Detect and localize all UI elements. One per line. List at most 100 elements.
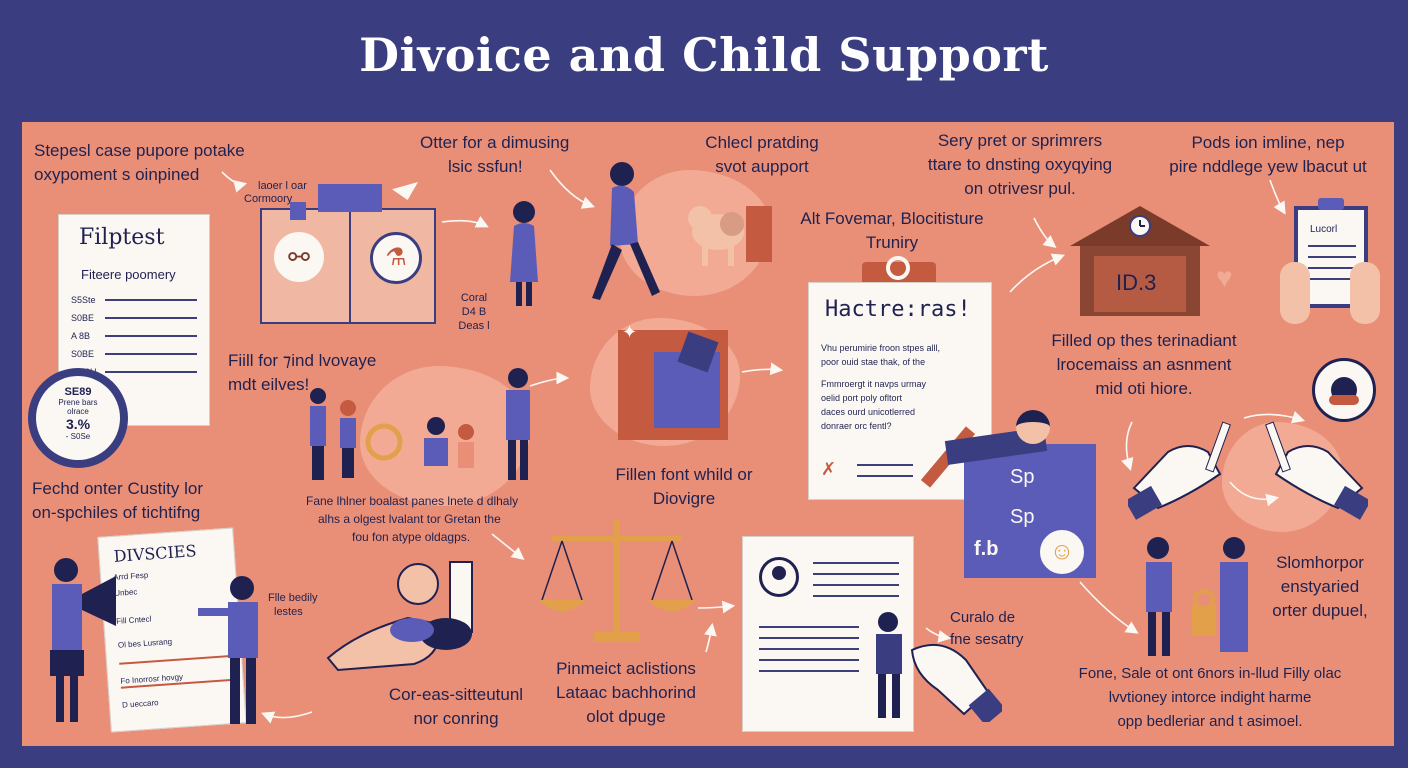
label-small-tl-1: laoer l oar [258,180,307,192]
label-fane-1: Fane lhlner boalast panes lnete d dlhaly [306,494,519,508]
label-alt-forum-1: Alt Fovemar, Blocitisture [800,209,984,228]
man-with-phone-figure [876,612,1002,722]
heart-icon: ♥ [1216,262,1233,293]
label-offer-1: Otter for a dimusing [420,133,570,152]
label-top-left-1: Stepesl case pupore potake [34,141,245,160]
courthouse-building [1070,206,1210,316]
label-cureas-2: nor conring [413,709,499,728]
doc-filptest-subtitle: Fiteere poomery [81,267,176,282]
label-pinmeict-2: Lataac bachhorind [556,683,696,702]
label-filled-op-2: lrocemaiss an asnment [1056,355,1232,374]
doc-hactre-line: poor ouid stae thak, of the [821,357,926,367]
sparkle-icon: ✦ [622,322,638,342]
woman-figure [510,201,538,306]
hand-left-icon [1280,262,1310,324]
label-cureas-1: Cor-eas-sitteutunl [388,685,524,704]
arrow-15 [925,627,952,643]
label-fone-1: Fone, Sale ot ont 6nors in-llud Filly ol… [1078,665,1342,682]
label-fill-for-1: Fiill for ⁊ind lvovaye [228,351,377,370]
box-container: Sp Sp f.b [964,444,1096,578]
binder-tab-icon [318,184,382,212]
row-label: S0BE [71,313,95,323]
woman-megaphone-figure [50,558,116,722]
arrow-12 [491,533,525,560]
arrow-16 [1079,581,1139,634]
doc-hactre-line: Fmmroergt it navps urmay [821,379,927,389]
seal-line: Prene bars [58,398,98,407]
scales-of-justice-icon [538,520,696,642]
label-stay-pret-3: on otrivesr pul. [964,179,1076,198]
arrow-3 [549,169,596,209]
flow-arrows [221,169,1306,724]
label-fane-3: fou fon atype oldagps. [352,530,471,544]
label-slomhorpor-1: Slomhorpor [1276,553,1364,572]
arrow-9 [1121,421,1134,472]
doc-hactre-line: Vhu perumirie froon stpes alll, [821,343,941,353]
label-fone-3: opp bedleriar and t asimoel. [1117,713,1303,730]
label-filled-op-3: mid oti hiore. [1095,379,1193,398]
check-icon: ✗ [821,459,837,479]
arrow-7 [529,371,570,387]
label-top-left-2: oxypoment s oinpined [34,165,200,184]
label-slomhorpor-3: orter dupuel, [1272,601,1368,620]
label-fillen-2: Diovigre [652,489,716,508]
man-pointing-figure [198,576,258,724]
label-coral-3: Deas l [458,320,490,332]
courthouse-sign: ID.3 [1116,270,1157,295]
flask-icon: ⚗ [370,232,422,284]
label-fillen-1: Fillen font whild or [615,465,753,484]
label-stay-pret-1: Sery pret or sprimrers [937,131,1103,150]
doc-hactre-line: donraer orc fentl? [821,421,892,431]
arrow-13 [697,600,736,614]
binder-clip-icon [290,202,306,220]
seal-line: SE89 [64,386,92,398]
label-alt-forum-2: Truniry [865,233,919,252]
label-fechd-1: Fechd onter Custity lor [32,479,204,498]
seal-line: olrace [67,407,89,416]
hand-bottle-figure [326,561,473,672]
arrow-10 [1243,411,1306,424]
arrow-2 [441,215,489,228]
label-stay-pret-2: ttare to dnsting oxyqying [927,155,1113,174]
label-fone-2: lvvtioney intorce indight harme [1108,689,1312,706]
seal-line: - S0Se [65,432,91,441]
label-filled-op-1: Filled op thes terinadiant [1051,331,1237,350]
label-pinmeict-1: Pinmeict aclistions [556,659,696,678]
clock-icon [1312,358,1376,422]
box-label: f.b [974,538,999,560]
label-fane-2: alhs a olgest lvalant tor Gretan the [318,512,501,526]
doc-hactre-line: daces ourd unicotlerred [821,407,916,417]
label-child-prot-2: svot aupport [715,157,809,176]
arrow-14 [704,622,717,653]
arrow-4 [1009,253,1065,293]
page-title: Divoice and Child Support [359,28,1049,82]
clipboard-clip-icon [1318,198,1344,210]
blob-left-mid [360,366,530,506]
running-woman-dog-figure [592,162,772,300]
baby-icon: ☺ [1036,526,1088,578]
row-label: S0BE [71,349,95,359]
label-curalo-1: Curalo de [950,609,1016,626]
arrow-6 [1269,179,1286,215]
label-slomhorpor-2: enstyaried [1280,577,1360,596]
doc-hactre-title: Hactre:ras! [825,297,971,322]
label-coral-2: D4 B [461,306,487,318]
label-child-prot-1: Chlecl pratding [705,133,819,152]
family-group-figure [310,368,530,480]
infographic-panel: Stepesl case pupore potake oxypoment s o… [22,122,1394,746]
row-label: A 8B [71,331,91,341]
clipboard-label: Lucorl [1310,224,1338,235]
label-fechd-2: on-spchiles of tichtifng [32,503,201,522]
seal-line: 3.% [65,416,91,432]
arrow-8 [741,362,784,376]
arrow-1 [221,171,248,193]
two-women-figure [1146,537,1248,656]
doc-filptest-title: Filptest [79,225,165,250]
doc-hactre-line: oelid port poly ofltort [821,393,903,403]
row-label: S5Ste [71,295,96,305]
label-file-1: Flle bedily [268,592,318,604]
hands-writing-figure [1128,421,1368,520]
label-offer-2: lsic ssfun! [448,157,523,176]
label-pinmeict-3: olot dpuge [586,707,666,726]
label-fill-for-2: mdt eilves! [228,375,310,394]
